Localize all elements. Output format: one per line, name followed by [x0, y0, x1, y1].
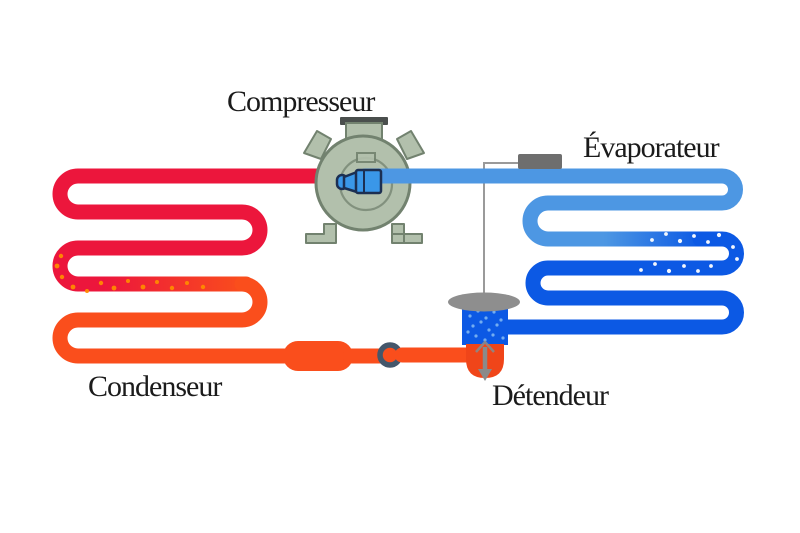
label-expansion-valve: Détendeur: [492, 379, 609, 412]
label-evaporator: Évaporateur: [583, 131, 720, 164]
sensor-bulb: [518, 154, 562, 169]
evaporation-bubbles: [639, 232, 739, 274]
evaporator-coil: [357, 168, 744, 335]
label-condenser: Condenseur: [88, 370, 222, 403]
condensation-bubbles: [54, 253, 206, 293]
valve-flow-arrow-head: [478, 369, 492, 381]
valve-spray-dots: [466, 309, 505, 342]
label-compressor: Compresseur: [227, 85, 375, 118]
condenser-coil: [52, 168, 478, 371]
filter-drier: [283, 341, 353, 371]
compressor-lug-left: [303, 130, 332, 160]
evaporator-pipe-cold: [492, 231, 744, 335]
compressor-lug-right: [396, 130, 425, 160]
nozzle-cylinder: [354, 168, 383, 195]
compressor-foot-right: [391, 223, 423, 244]
compressor-nozzle: [335, 168, 383, 195]
compressor-inner-notch: [356, 152, 376, 163]
compressor-foot-left: [305, 223, 337, 244]
valve-diaphragm-disc: [448, 292, 520, 312]
evaporator-pipe-cool: [357, 168, 743, 247]
valve-flow-chevron: [475, 340, 495, 353]
condenser-pipe-hot: [52, 168, 348, 292]
condenser-pipe-warm: [52, 276, 294, 364]
expansion-valve: [448, 292, 520, 381]
